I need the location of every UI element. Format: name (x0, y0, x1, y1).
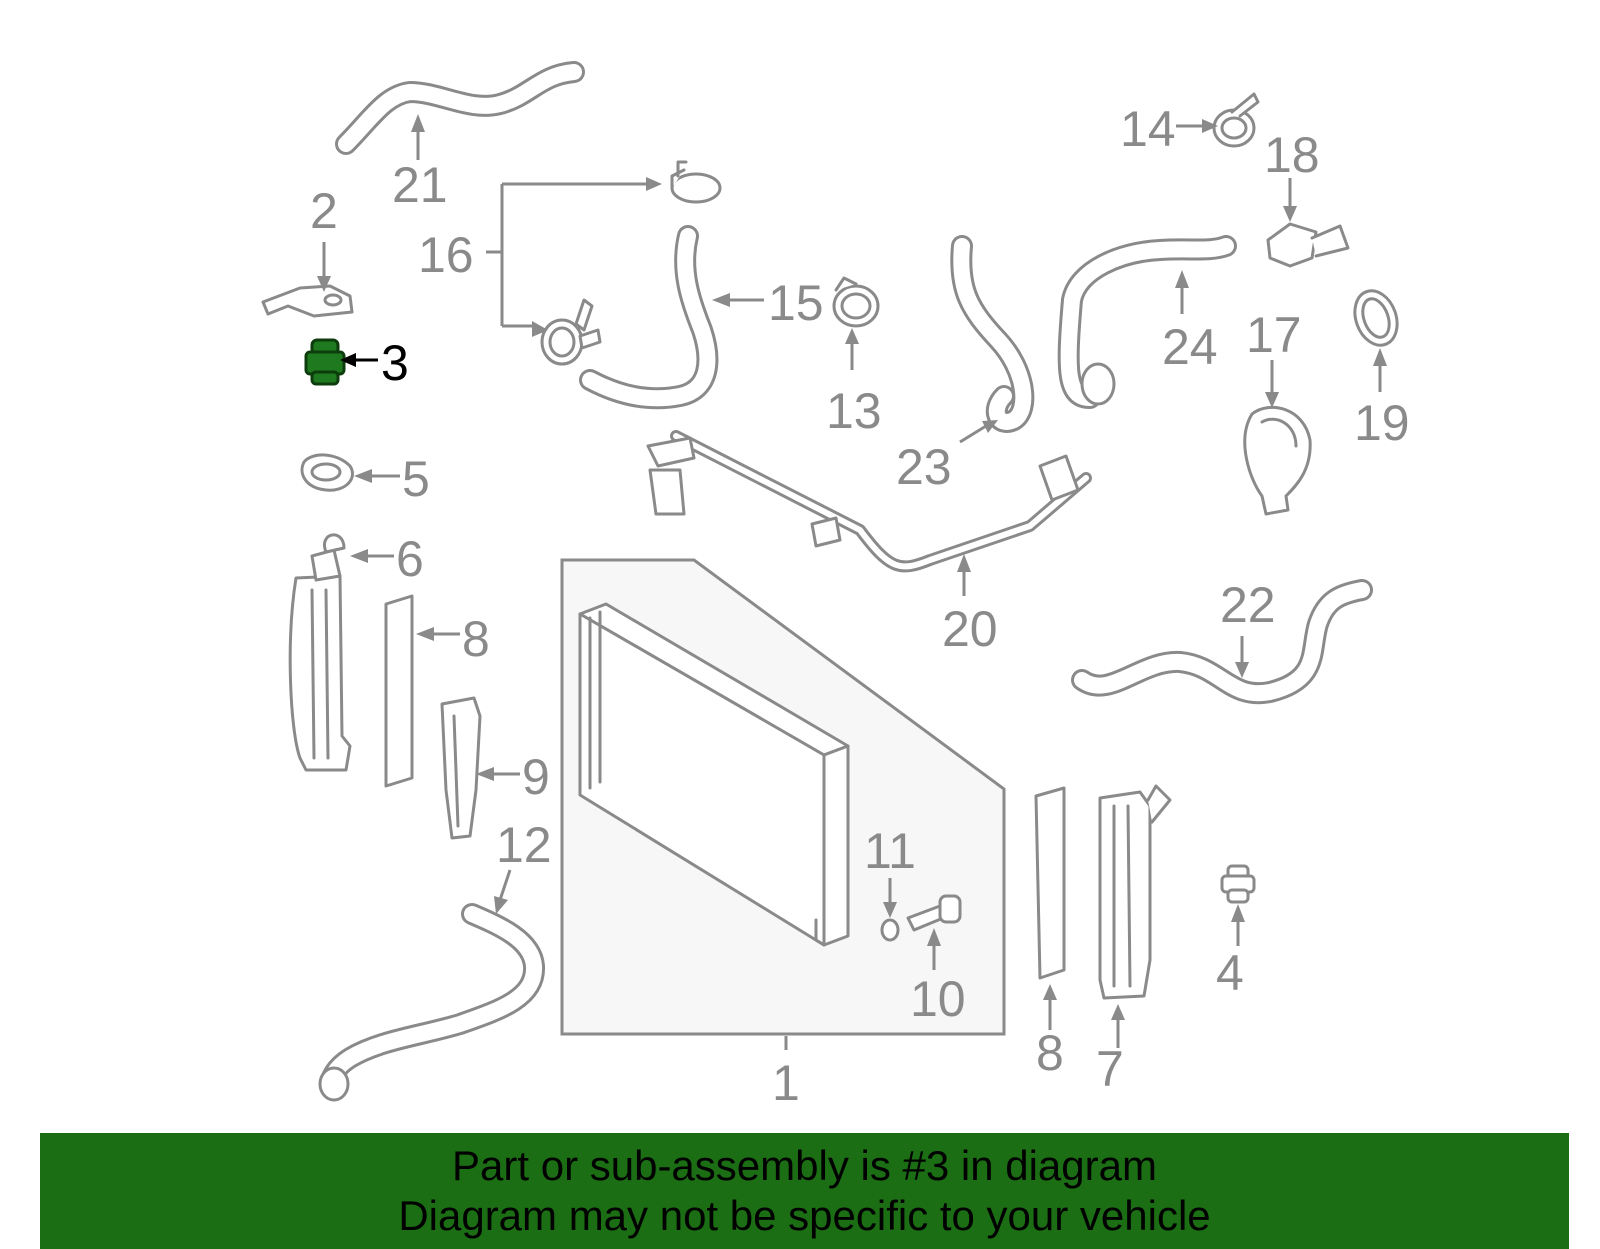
part-18-fitting[interactable] (1266, 222, 1350, 268)
callout-18: 18 (1264, 127, 1320, 183)
callout-7: 7 (1096, 1041, 1124, 1097)
callout-16: 16 (418, 227, 474, 283)
callout-19: 19 (1354, 395, 1410, 451)
part-8-seal-left[interactable] (384, 594, 414, 788)
callout-24: 24 (1162, 319, 1218, 375)
part-17-housing[interactable] (1243, 405, 1312, 516)
callout-5: 5 (402, 451, 430, 507)
callout-8-right: 8 (1036, 1025, 1064, 1081)
callout-3: 3 (381, 335, 409, 391)
part-9-bracket[interactable] (440, 696, 482, 840)
part-15-hose[interactable] (579, 225, 719, 410)
callout-17: 17 (1246, 307, 1302, 363)
callout-21: 21 (392, 157, 448, 213)
part-24-hose[interactable] (1057, 235, 1237, 409)
callout-12: 12 (496, 817, 552, 873)
callout-9: 9 (522, 749, 550, 805)
part-7-side-tank[interactable] (1098, 784, 1172, 1000)
callout-13: 13 (826, 383, 882, 439)
part-2-bracket[interactable] (261, 284, 354, 318)
part-4-plug[interactable] (1220, 864, 1256, 904)
callout-8-left: 8 (462, 611, 490, 667)
part-3-drain-plug[interactable] (304, 338, 346, 386)
callout-23: 23 (896, 439, 952, 495)
info-banner: Part or sub-assembly is #3 in diagram Di… (40, 1133, 1569, 1249)
callout-2: 2 (310, 183, 338, 239)
part-6-side-tank[interactable] (288, 533, 352, 772)
part-1-radiator[interactable] (560, 558, 1006, 1036)
callout-14: 14 (1120, 101, 1176, 157)
callout-15: 15 (768, 275, 824, 331)
part-8-seal-right[interactable] (1034, 786, 1066, 980)
part-10-drain-valve[interactable] (906, 894, 962, 932)
part-14-clamp[interactable] (1212, 92, 1260, 148)
banner-line-disclaimer: Diagram may not be specific to your vehi… (398, 1192, 1211, 1239)
banner-line-part: Part or sub-assembly is #3 in diagram (452, 1142, 1157, 1189)
part-11-o-ring[interactable] (880, 918, 900, 942)
callout-6: 6 (396, 531, 424, 587)
part-20-pipe[interactable] (646, 430, 1092, 573)
part-13-clamp[interactable] (832, 276, 880, 328)
part-22-hose[interactable] (1071, 579, 1373, 705)
part-21-hose[interactable] (335, 61, 585, 155)
part-23-hose[interactable] (950, 235, 1035, 433)
callout-20: 20 (942, 601, 998, 657)
callout-11: 11 (864, 823, 916, 879)
callout-10: 10 (910, 971, 966, 1027)
part-19-seal[interactable] (1348, 285, 1405, 351)
callout-1: 1 (772, 1055, 800, 1111)
callout-22: 22 (1220, 577, 1276, 633)
part-12-hose[interactable] (318, 903, 545, 1102)
part-5-cap[interactable] (300, 453, 354, 492)
part-16-clamps[interactable] (540, 160, 722, 366)
callout-4: 4 (1216, 945, 1244, 1001)
